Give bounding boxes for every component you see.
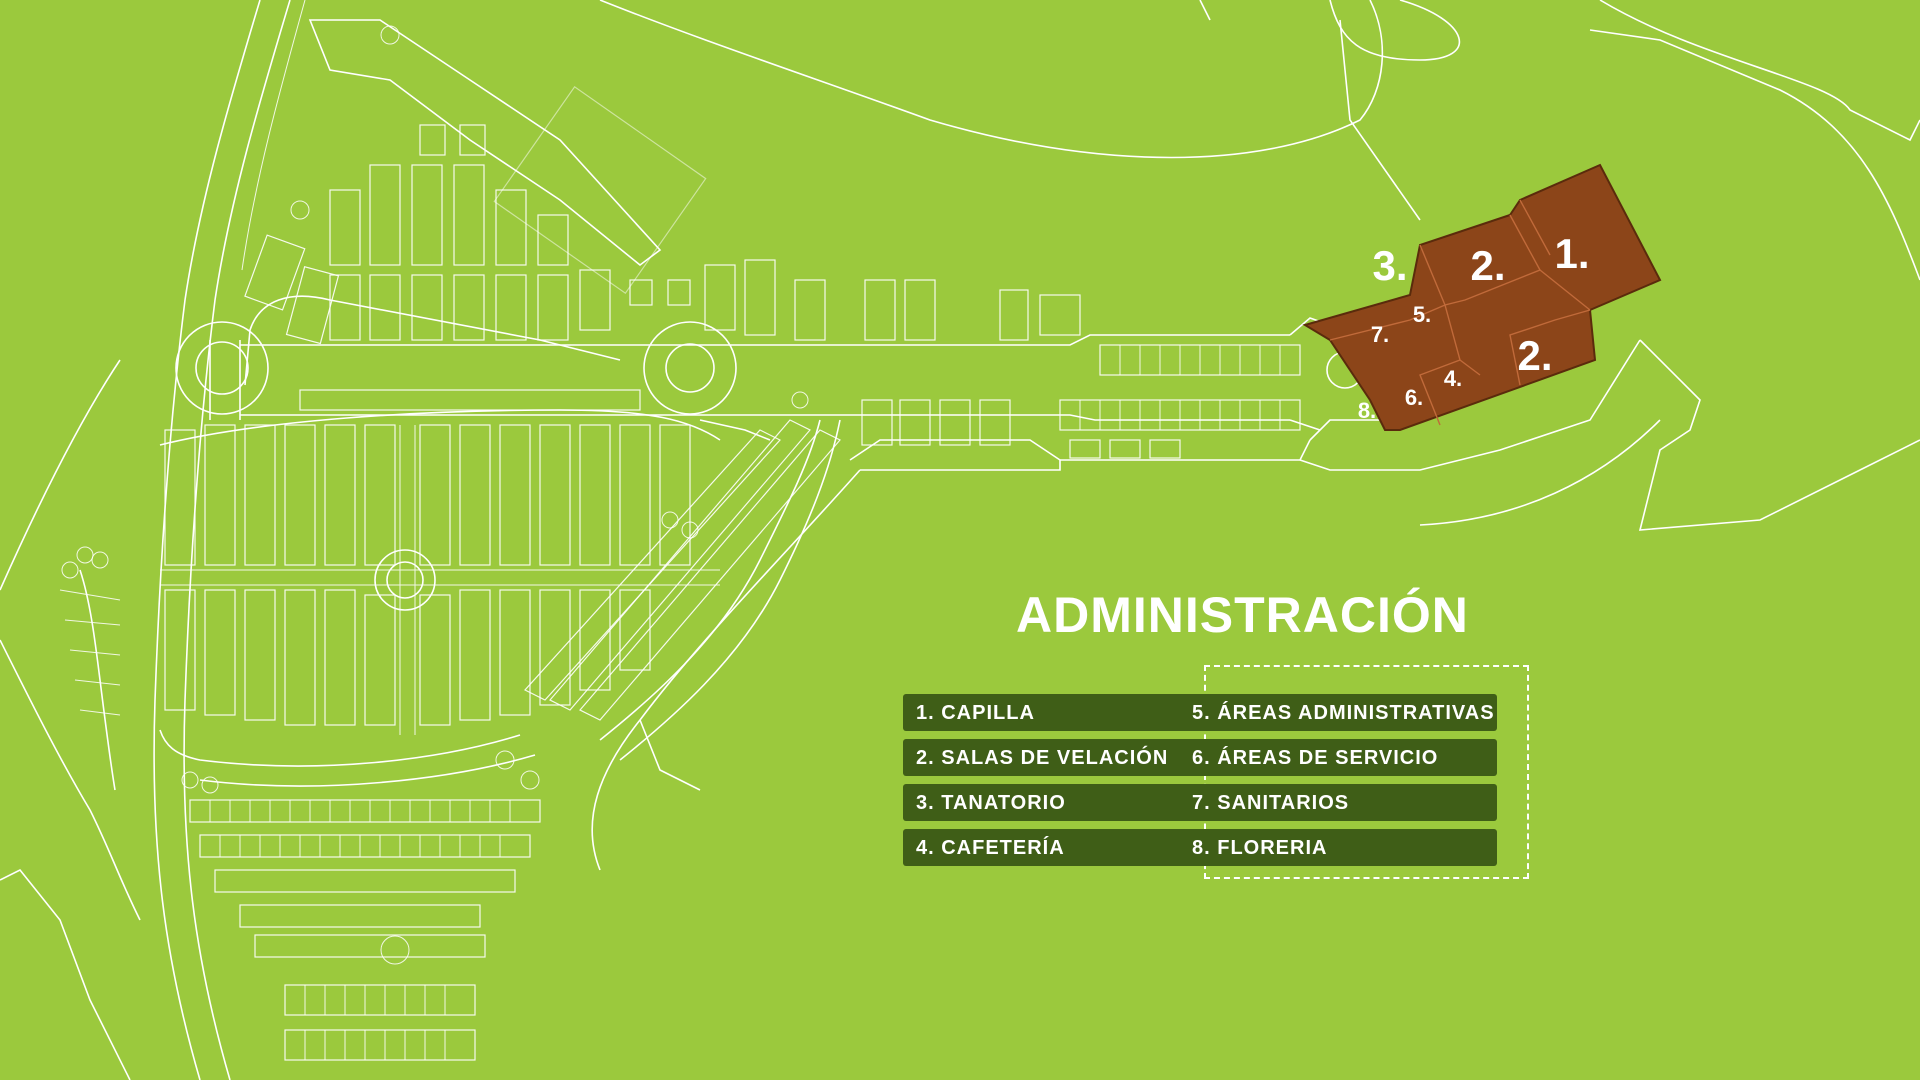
legend-item: 7. SANITARIOS bbox=[1192, 792, 1350, 814]
legend-item: 6. ÁREAS DE SERVICIO bbox=[1192, 747, 1439, 769]
legend-row: 3. TANATORIO 7. SANITARIOS bbox=[903, 784, 1497, 821]
legend-item: 4. CAFETERÍA bbox=[916, 837, 1065, 859]
legend-item: 8. FLORERIA bbox=[1192, 837, 1328, 859]
roundabouts bbox=[175, 321, 1364, 611]
legend-item: 1. CAPILLA bbox=[916, 702, 1035, 724]
legend-item: 5. ÁREAS ADMINISTRATIVAS bbox=[1192, 702, 1495, 724]
label-floreria: 8. bbox=[1358, 398, 1376, 423]
legend-item: 3. TANATORIO bbox=[916, 792, 1066, 814]
roads bbox=[153, 0, 1641, 1080]
plots-diagonal bbox=[524, 419, 841, 721]
parking-east bbox=[861, 344, 1301, 459]
label-salas-a: 2. bbox=[1470, 242, 1505, 289]
label-salas-b: 2. bbox=[1517, 332, 1552, 379]
legend-row: 1. CAPILLA 5. ÁREAS ADMINISTRATIVAS bbox=[903, 694, 1497, 731]
label-sanitarios: 7. bbox=[1371, 322, 1389, 347]
label-cafeteria: 4. bbox=[1444, 366, 1462, 391]
parking-southwest bbox=[59, 569, 541, 1061]
label-tanatorio: 3. bbox=[1372, 242, 1407, 289]
legend-item: 2. SALAS DE VELACIÓN bbox=[916, 747, 1169, 769]
plots-north bbox=[244, 85, 1081, 411]
label-administrativas: 5. bbox=[1413, 302, 1431, 327]
label-capilla: 1. bbox=[1554, 230, 1589, 277]
legend-row: 4. CAFETERÍA 8. FLORERIA bbox=[903, 829, 1497, 866]
page-title: ADMINISTRACIÓN bbox=[1016, 587, 1469, 643]
label-servicio: 6. bbox=[1405, 385, 1423, 410]
legend-row: 2. SALAS DE VELACIÓN 6. ÁREAS DE SERVICI… bbox=[903, 739, 1497, 776]
administration-building: 1. 2. 2. 3. 5. 7. 4. 6. 8. bbox=[1302, 163, 1662, 431]
plots-south bbox=[160, 424, 720, 735]
trees bbox=[61, 25, 809, 965]
